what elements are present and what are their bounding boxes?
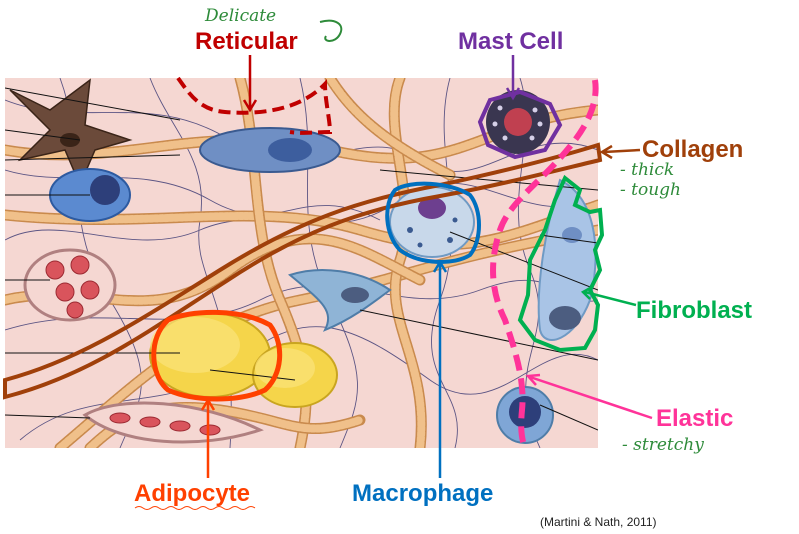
collagen-note-thick: - thick: [620, 160, 675, 180]
reticular-note: Delicate: [205, 6, 277, 26]
citation: (Martini & Nath, 2011): [540, 515, 657, 529]
collagen-note-tough: - tough: [620, 180, 681, 200]
macrophage-label: Macrophage: [352, 480, 494, 507]
pointer-lines: [5, 87, 598, 431]
fibrocyte-nucleus: [268, 138, 312, 162]
red-blood-cells: [45, 255, 100, 319]
bottom-red-cells: [109, 412, 221, 436]
fibroblast-outline: [517, 174, 605, 353]
elastic-note: - stretchy: [622, 435, 704, 455]
reticular-outline: [176, 76, 333, 135]
mast-cell-label: Mast Cell: [458, 28, 564, 55]
reticular-arrow: [242, 55, 258, 113]
adipocyte-underline: [134, 506, 256, 510]
elastic-arrow: [525, 373, 653, 420]
elastic-label: Elastic: [656, 405, 734, 432]
adipocyte-outline: [151, 309, 283, 402]
pigment-cell: [9, 78, 133, 187]
plasma-cell-nucleus: [90, 175, 120, 205]
adipocytes: [149, 312, 338, 408]
mast-cell-body: [486, 90, 550, 154]
delicate-curl: [319, 19, 343, 42]
adipocyte-label: Adipocyte: [134, 480, 251, 507]
mast-cell-outline: [477, 89, 563, 160]
fibroblast-label: Fibroblast: [636, 297, 753, 324]
collagen-label: Collagen: [642, 136, 744, 163]
mast-cell-arrow: [505, 55, 521, 101]
fibroblast-cell: [537, 178, 597, 341]
reticular-label: Reticular: [195, 28, 298, 55]
tissue-illustration: [5, 78, 598, 448]
elastic-fiber-outline: [490, 79, 599, 450]
fixed-macrophage-shape: [287, 269, 392, 332]
macrophage-outline: [385, 181, 481, 264]
adipocyte-arrow: [200, 397, 216, 478]
collagen-outline: [3, 142, 603, 400]
macrophage-arrow: [432, 259, 448, 478]
fibroblast-arrow: [580, 285, 637, 307]
fixed-macrophage-nucleus: [341, 287, 369, 303]
collagen-arrow: [599, 144, 641, 160]
macrophage-cell: [389, 186, 475, 258]
lymphocyte-cell: [496, 386, 554, 444]
pigment-cell-nucleus: [60, 133, 80, 147]
